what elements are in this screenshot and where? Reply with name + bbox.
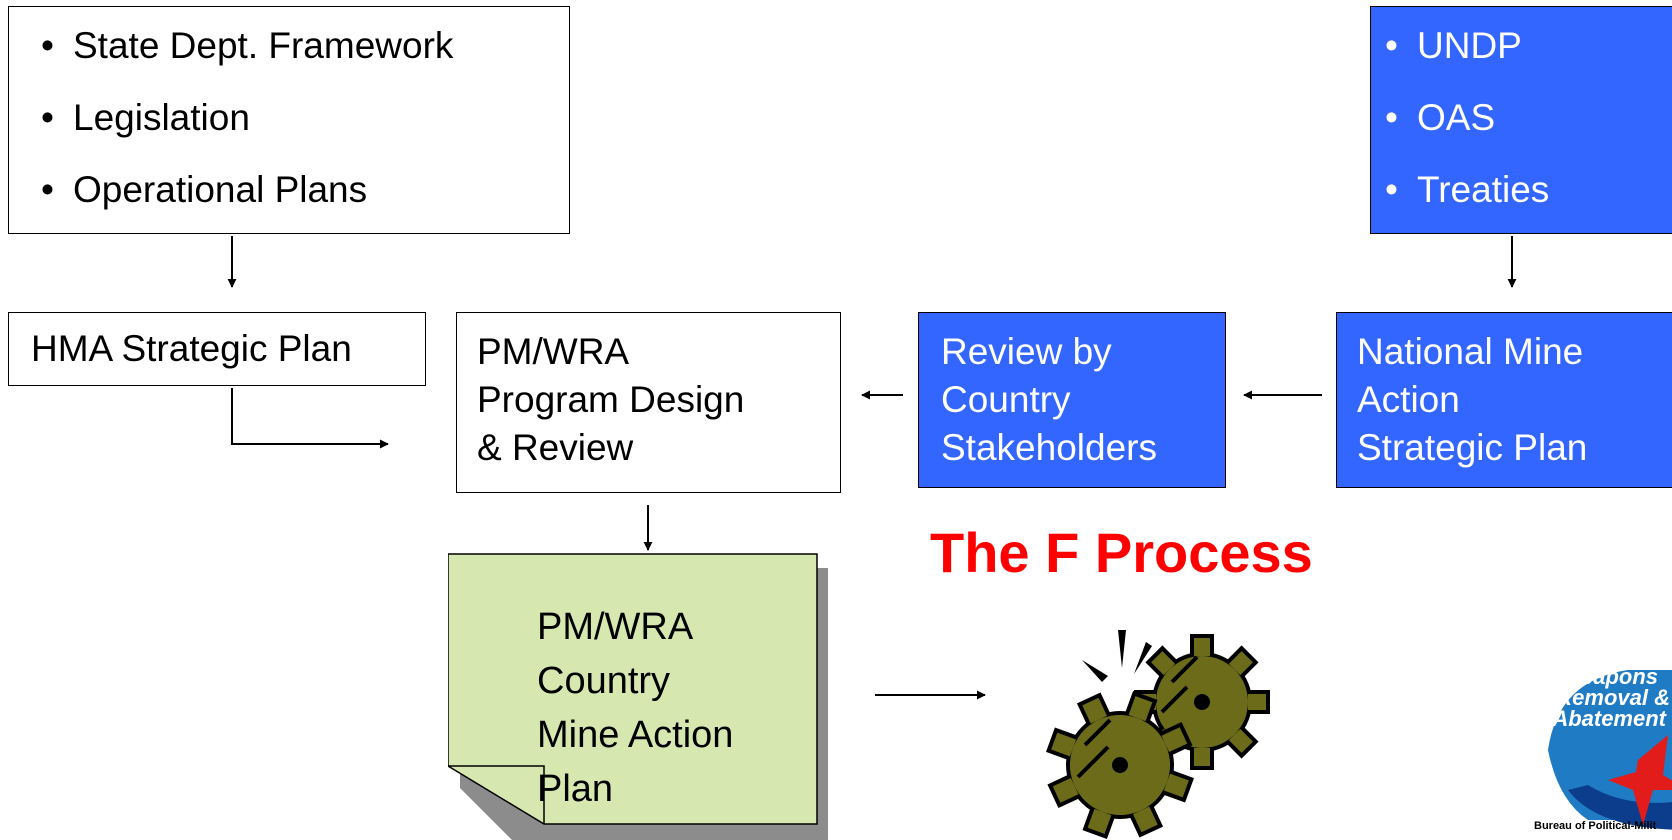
hma-label: HMA Strategic Plan [31,328,352,369]
national-line: Strategic Plan [1357,427,1588,468]
design-line: PM/WRA [477,331,630,372]
review-line: Review by [941,331,1112,372]
international-list: UNDP OAS Treaties [1383,22,1549,238]
program-design-box: PM/WRA Program Design & Review [456,312,841,493]
framework-box: State Dept. Framework Legislation Operat… [8,6,570,234]
list-item: Legislation [39,94,453,166]
plan-line: Country [537,660,671,702]
plan-line: Plan [537,768,614,810]
country-plan-note [448,553,828,840]
stakeholder-review-box: Review by Country Stakeholders [918,312,1226,488]
national-plan-box: National Mine Action Strategic Plan [1336,312,1672,488]
gears-icon [1046,630,1270,839]
list-item: OAS [1383,94,1549,166]
logo-abatement: Abatement [1552,706,1666,731]
list-item: Operational Plans [39,166,453,238]
logo-office: Office of [1623,652,1668,664]
plan-line: Mine Action [537,714,734,756]
hma-strategic-plan-box: HMA Strategic Plan [8,312,426,386]
logo-weapons: Weapons [1560,664,1658,689]
framework-list: State Dept. Framework Legislation Operat… [39,22,453,238]
wra-logo: Office of Weapons Removal & Abatement Bu… [1528,640,1672,840]
list-item: UNDP [1383,22,1549,94]
national-line: National Mine [1357,331,1584,372]
national-line: Action [1357,379,1460,420]
arrow-hma-to-design [231,388,389,449]
review-line: Stakeholders [941,427,1157,468]
international-box: UNDP OAS Treaties [1370,6,1672,234]
plan-line: PM/WRA [537,606,694,648]
logo-removal: Removal & [1556,685,1670,710]
design-line: Program Design [477,379,745,420]
country-plan-text: PM/WRA Country Mine Action Plan [537,600,733,816]
list-item: State Dept. Framework [39,22,453,94]
list-item: Treaties [1383,166,1549,238]
design-line: & Review [477,427,634,468]
process-title: The F Process [930,521,1313,584]
review-line: Country [941,379,1071,420]
logo-caption: Bureau of Political-Milit [1534,820,1657,832]
